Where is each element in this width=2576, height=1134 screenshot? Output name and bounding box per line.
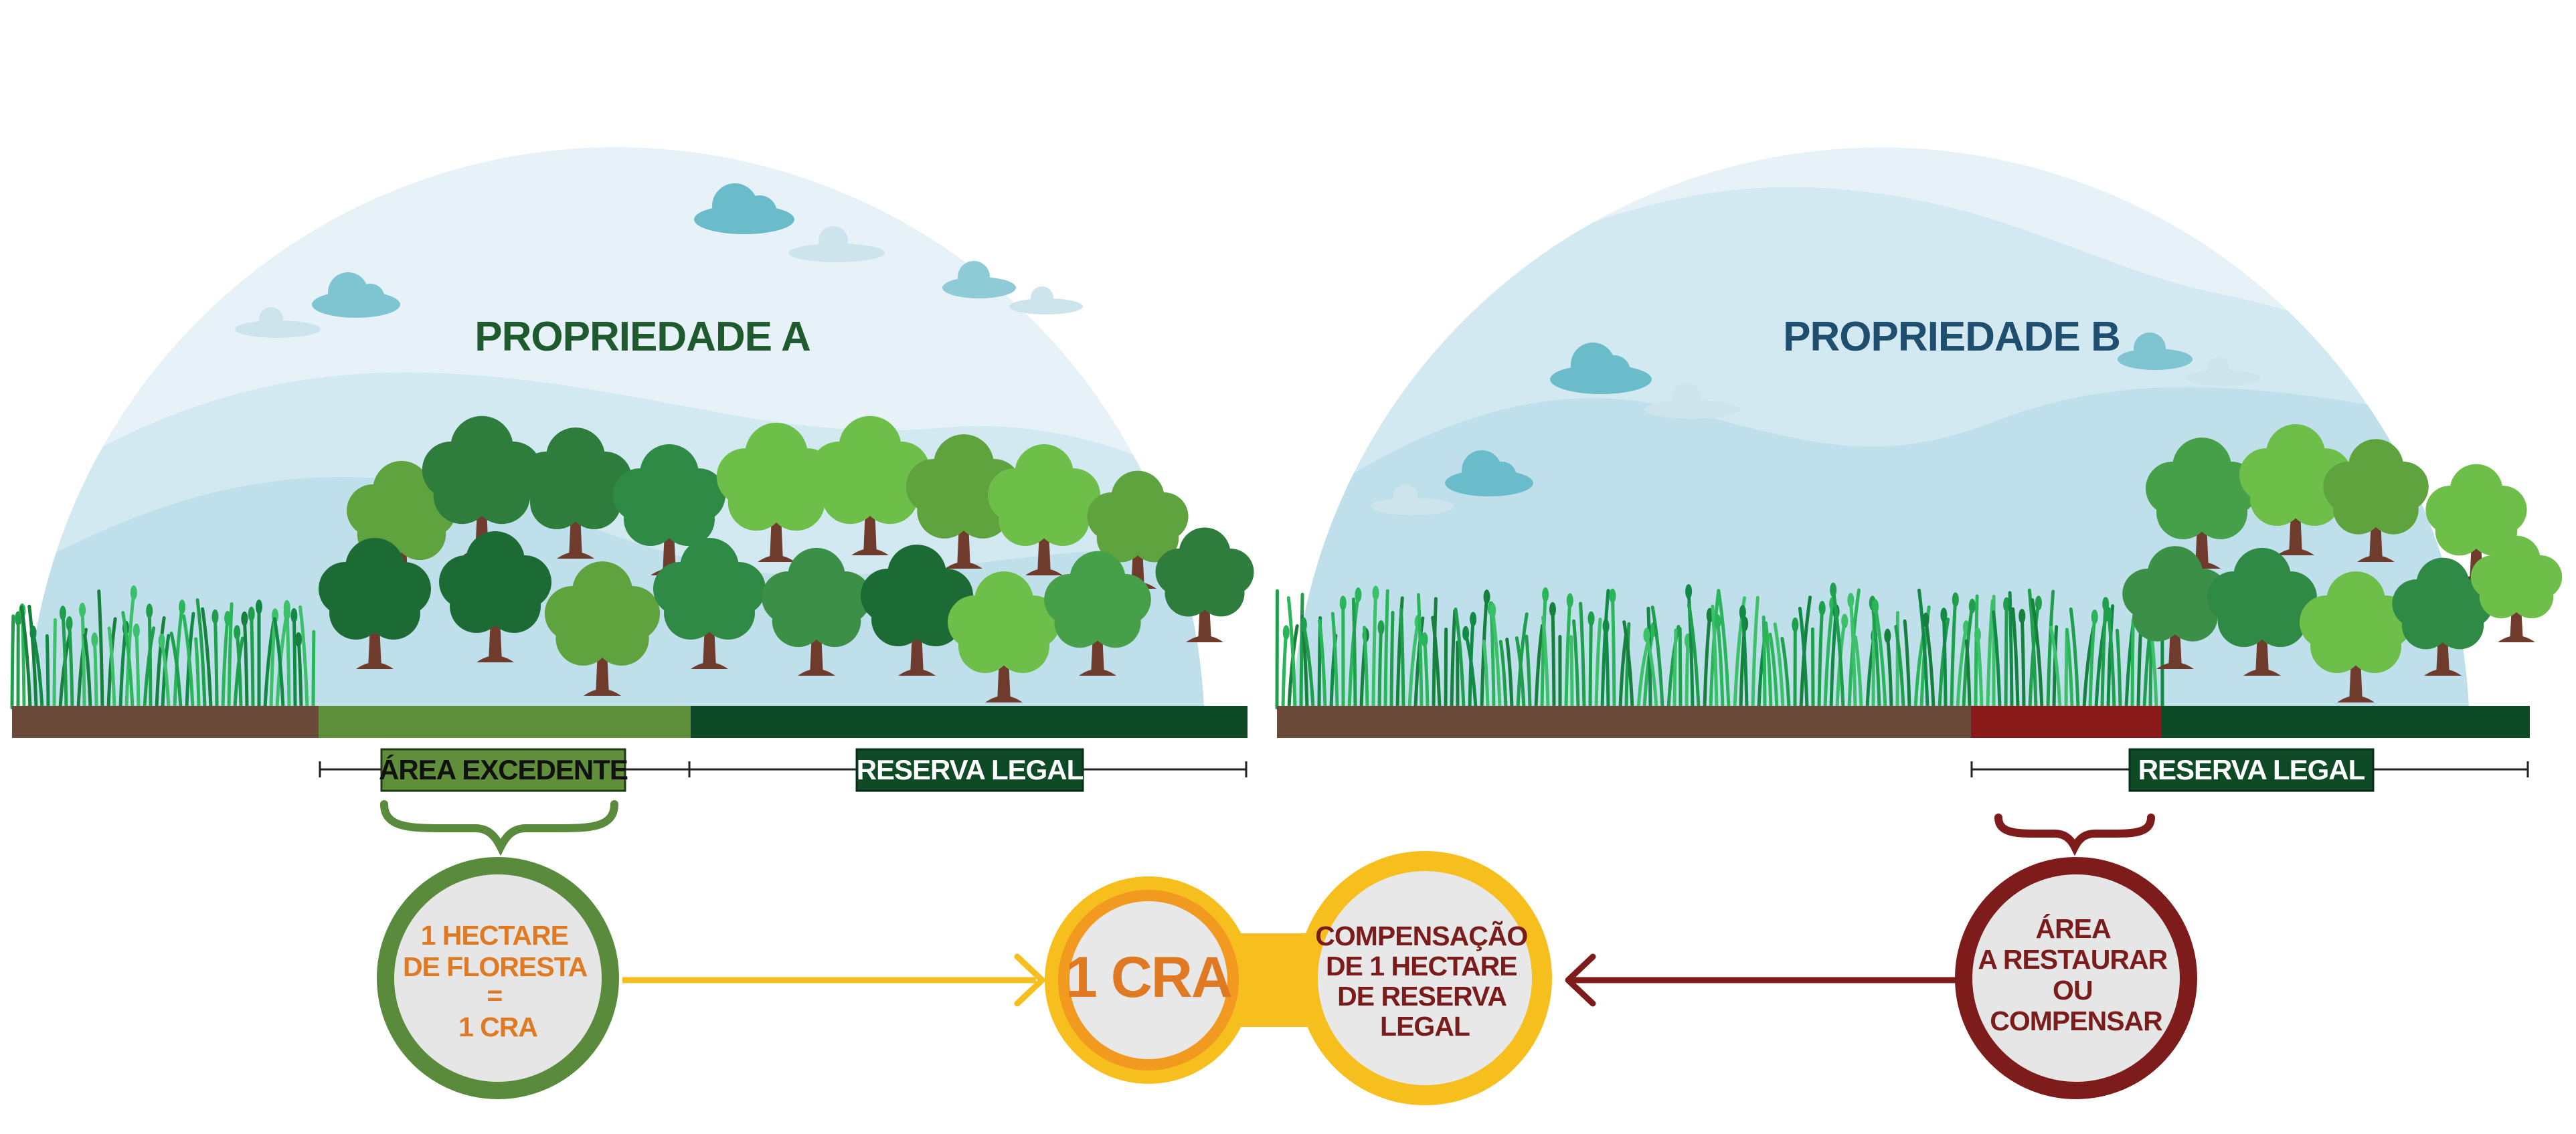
property-b-reserve-label: RESERVA LEGAL bbox=[2138, 754, 2365, 785]
grass-patch bbox=[10, 585, 316, 710]
property-a-ground bbox=[12, 706, 1248, 738]
hectare-line-4: 1 CRA bbox=[458, 1012, 537, 1042]
tree-icon bbox=[439, 531, 551, 662]
tree-icon bbox=[948, 571, 1060, 702]
restore-line-4: COMPENSAR bbox=[1990, 1006, 2162, 1036]
cloud-icon bbox=[694, 183, 794, 234]
excess-area-strip bbox=[319, 706, 691, 738]
compensation-line-1: COMPENSAÇÃO bbox=[1315, 921, 1527, 951]
tree-icon bbox=[422, 415, 542, 555]
excess-area-label: ÁREA EXCEDENTE bbox=[379, 754, 628, 785]
hectare-line-3: = bbox=[487, 980, 502, 1011]
tree-icon bbox=[2470, 535, 2563, 642]
cloud-icon bbox=[1644, 383, 1740, 419]
compensation-line-2: DE 1 HECTARE bbox=[1326, 951, 1517, 981]
property-a-title: PROPRIEDADE A bbox=[475, 314, 810, 360]
excess-area-tag: ÁREA EXCEDENTE bbox=[379, 748, 628, 792]
property-b-clouds bbox=[1371, 333, 2260, 515]
tree-icon bbox=[988, 444, 1100, 575]
cloud-icon bbox=[235, 307, 321, 338]
property-a-reserve-tag: RESERVA LEGAL bbox=[855, 748, 1084, 792]
soil-strip bbox=[1277, 706, 1971, 738]
cloud-icon bbox=[1550, 343, 1652, 394]
cloud-icon bbox=[2118, 333, 2193, 370]
reserve-strip bbox=[691, 706, 1248, 738]
tree-icon bbox=[319, 538, 431, 669]
cra-compensation-group: 1 CRA COMPENSAÇÃO DE 1 HECTARE DE RESERV… bbox=[1045, 851, 1552, 1105]
cloud-icon bbox=[1445, 450, 1533, 496]
arrow-left-icon bbox=[1565, 953, 1958, 1007]
cloud-icon bbox=[312, 272, 400, 318]
property-b-ground bbox=[1277, 706, 2530, 738]
tree-icon bbox=[2300, 571, 2412, 702]
restore-line-1: ÁREA bbox=[2035, 913, 2111, 944]
cra-label: 1 CRA bbox=[1065, 945, 1231, 1010]
cloud-icon bbox=[1371, 484, 1454, 515]
restore-area-circle: ÁREA A RESTAURAR OU COMPENSAR bbox=[1955, 857, 2197, 1099]
tree-icon bbox=[544, 561, 661, 696]
restore-area-brace bbox=[1994, 814, 2155, 856]
property-b-reserve-tag: RESERVA LEGAL bbox=[2128, 748, 2375, 792]
tree-icon bbox=[2392, 557, 2494, 676]
compensation-line-3: DE RESERVA bbox=[1337, 981, 1507, 1012]
grass-layer bbox=[10, 582, 2166, 710]
cloud-icon bbox=[942, 261, 1016, 298]
tree-icon bbox=[2239, 424, 2352, 555]
reserve-strip bbox=[2162, 706, 2530, 738]
svg-text:COMPENSAÇÃO DE 1 HECTARE: COMPENSAÇÃO DE 1 HECTARE DE RESERVA LEGA… bbox=[1315, 921, 1534, 1042]
cloud-icon bbox=[2186, 357, 2260, 386]
tree-icon bbox=[2122, 546, 2228, 669]
property-b-title: PROPRIEDADE B bbox=[1783, 314, 2120, 360]
svg-text:ÁREA A RESTAURAR O: ÁREA A RESTAURAR OU COMPENSAR bbox=[1978, 913, 2174, 1036]
trees-layer bbox=[319, 415, 2563, 702]
restore-line-2: A RESTAURAR bbox=[1978, 944, 2167, 975]
hectare-forest-circle: 1 HECTARE DE FLORESTA = 1 CRA bbox=[377, 857, 619, 1099]
tree-icon bbox=[2323, 439, 2429, 562]
tree-icon bbox=[1044, 551, 1151, 676]
compensation-line-4: LEGAL bbox=[1380, 1011, 1470, 1042]
hectare-line-2: DE FLORESTA bbox=[403, 951, 588, 982]
tree-icon bbox=[810, 415, 930, 555]
tree-icon bbox=[762, 547, 871, 676]
restore-line-3: OU bbox=[2053, 975, 2093, 1006]
arrow-right-icon bbox=[622, 953, 1045, 1007]
hectare-line-1: 1 HECTARE bbox=[421, 920, 568, 951]
tree-icon bbox=[1155, 527, 1254, 642]
property-a-clouds bbox=[235, 183, 1083, 338]
tree-icon bbox=[519, 428, 632, 559]
svg-text:1 HECTARE DE FLORESTA: 1 HECTARE DE FLORESTA = 1 CRA bbox=[403, 920, 593, 1042]
tree-icon bbox=[613, 444, 725, 575]
tree-icon bbox=[716, 422, 837, 562]
tree-icon bbox=[653, 538, 766, 669]
tree-icon bbox=[2207, 547, 2317, 676]
excess-area-brace bbox=[380, 800, 618, 856]
tree-icon bbox=[861, 545, 973, 676]
cloud-icon bbox=[1009, 286, 1083, 314]
property-a-reserve-label: RESERVA LEGAL bbox=[857, 754, 1084, 785]
restore-area-strip bbox=[1971, 706, 2162, 738]
tree-icon bbox=[1087, 470, 1189, 589]
cloud-icon bbox=[788, 226, 885, 262]
soil-strip bbox=[12, 706, 319, 738]
grass-patch bbox=[1275, 582, 2166, 710]
